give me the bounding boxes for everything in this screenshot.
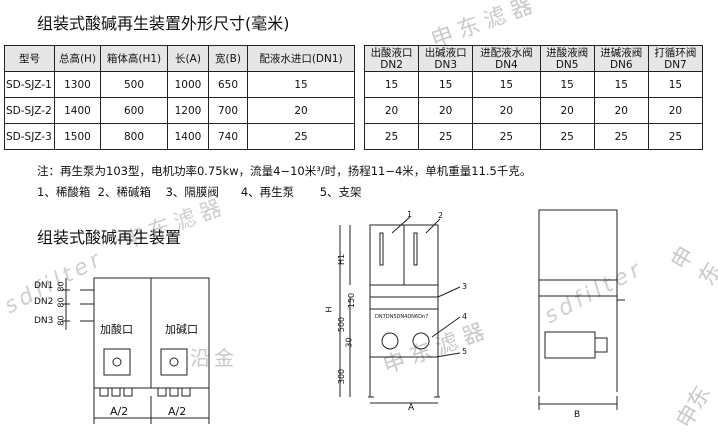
dim-80-b: 80: [56, 297, 66, 308]
table-row: 20 20 20 20 20 20: [363, 97, 704, 124]
width-b-label: B: [574, 410, 581, 420]
acid-inlet-label: 加酸口: [100, 323, 133, 336]
half-width-label-left: A/2: [110, 405, 129, 418]
cell: 20: [647, 97, 704, 124]
page-title: 组装式酸碱再生装置外形尺寸(毫米): [37, 14, 290, 33]
cell: 15: [418, 71, 474, 98]
cell: 15: [593, 71, 649, 98]
dn1-label: DN1: [34, 281, 54, 291]
part-number-1: 1: [407, 210, 413, 219]
dim-80-a: 80: [56, 281, 66, 292]
cell: SD-SJZ-2: [4, 97, 55, 124]
dn2-label: DN2: [34, 297, 54, 307]
watermark-bottom-right: 申东: [672, 381, 717, 433]
col-header: 型号: [4, 45, 55, 72]
half-width-label-right: A/2: [168, 405, 187, 418]
dim-30: 30: [344, 337, 354, 348]
col-header: 箱体高(H1): [100, 45, 168, 72]
cell: 25: [247, 123, 355, 150]
cell: 25: [647, 123, 704, 150]
cell: 700: [208, 97, 248, 124]
cell: 1400: [54, 97, 101, 124]
cell: 25: [593, 123, 649, 150]
cell: 650: [208, 71, 248, 98]
dim-500: 500: [337, 316, 347, 333]
cell: 20: [539, 97, 595, 124]
cell: 1000: [167, 71, 209, 98]
watermark-right-cn: 申东: [666, 238, 718, 290]
side-view-drawing: [538, 209, 625, 410]
alkali-inlet-label: 加碱口: [165, 323, 198, 336]
cell: 1300: [54, 71, 101, 98]
table-row: 25 25 25 25 25 25: [363, 123, 704, 150]
table-row: SD-SJZ-3 1500 800 1400 740 25: [4, 123, 355, 150]
cell: 20: [363, 97, 420, 124]
cell: 20: [593, 97, 649, 124]
cell: 15: [472, 71, 541, 98]
top-view-drawing: [62, 277, 210, 424]
dim-80-c: 80: [56, 315, 66, 326]
dim-h1: H1: [337, 253, 347, 266]
parts-legend: 1、稀酸箱 2、稀碱箱 3、隔膜阀 4、再生泵 5、支架: [37, 185, 362, 199]
cell: 20: [472, 97, 541, 124]
valve-caption: DN7DN5DN4DN6Dn7: [375, 314, 429, 320]
cell: 25: [472, 123, 541, 150]
width-a-label: A: [408, 403, 415, 413]
spec-note: 注：再生泵为103型，电机功率0.75kw，流量4−10米³/时，扬程11−4米…: [37, 164, 532, 178]
spec-table-left: 型号 总高(H) 箱体高(H1) 长(A) 宽(B) 配液水进口(DN1) SD…: [4, 45, 355, 150]
cell: 1200: [167, 97, 209, 124]
cell: 25: [539, 123, 595, 150]
cell: SD-SJZ-1: [4, 71, 55, 98]
dim-h: H: [324, 306, 334, 313]
cell: 1500: [54, 123, 101, 150]
col-header: 总高(H): [54, 45, 101, 72]
table-row: SD-SJZ-1 1300 500 1000 650 15: [4, 71, 355, 98]
col-header: 长(A): [167, 45, 209, 72]
cell: 25: [363, 123, 420, 150]
cell: 25: [418, 123, 474, 150]
col-header: 宽(B): [208, 45, 248, 72]
col-header: 配液水进口(DN1): [247, 45, 355, 72]
part-number-4: 4: [462, 312, 468, 321]
cell: 500: [100, 71, 168, 98]
cell: 15: [647, 71, 704, 98]
cell: 600: [100, 97, 168, 124]
cell: 15: [247, 71, 355, 98]
cell: 15: [363, 71, 420, 98]
table-row: 15 15 15 15 15 15: [363, 71, 704, 98]
watermark-gold: 沿金: [190, 346, 238, 370]
cell: 15: [539, 71, 595, 98]
cell: 20: [418, 97, 474, 124]
dim-300: 300: [337, 368, 347, 385]
cell: 20: [247, 97, 355, 124]
cell: 800: [100, 123, 168, 150]
dn3-label: DN3: [34, 316, 54, 326]
cell: 1400: [167, 123, 209, 150]
cell: SD-SJZ-3: [4, 123, 55, 150]
table-row: SD-SJZ-2 1400 600 1200 700 20: [4, 97, 355, 124]
cell: 740: [208, 123, 248, 150]
front-view-drawing: [339, 216, 461, 404]
part-number-5: 5: [462, 347, 468, 356]
part-number-2: 2: [438, 211, 444, 220]
device-title: 组装式酸碱再生装置: [37, 228, 182, 247]
dim-150: 150: [347, 292, 357, 309]
part-number-3: 3: [462, 282, 468, 291]
